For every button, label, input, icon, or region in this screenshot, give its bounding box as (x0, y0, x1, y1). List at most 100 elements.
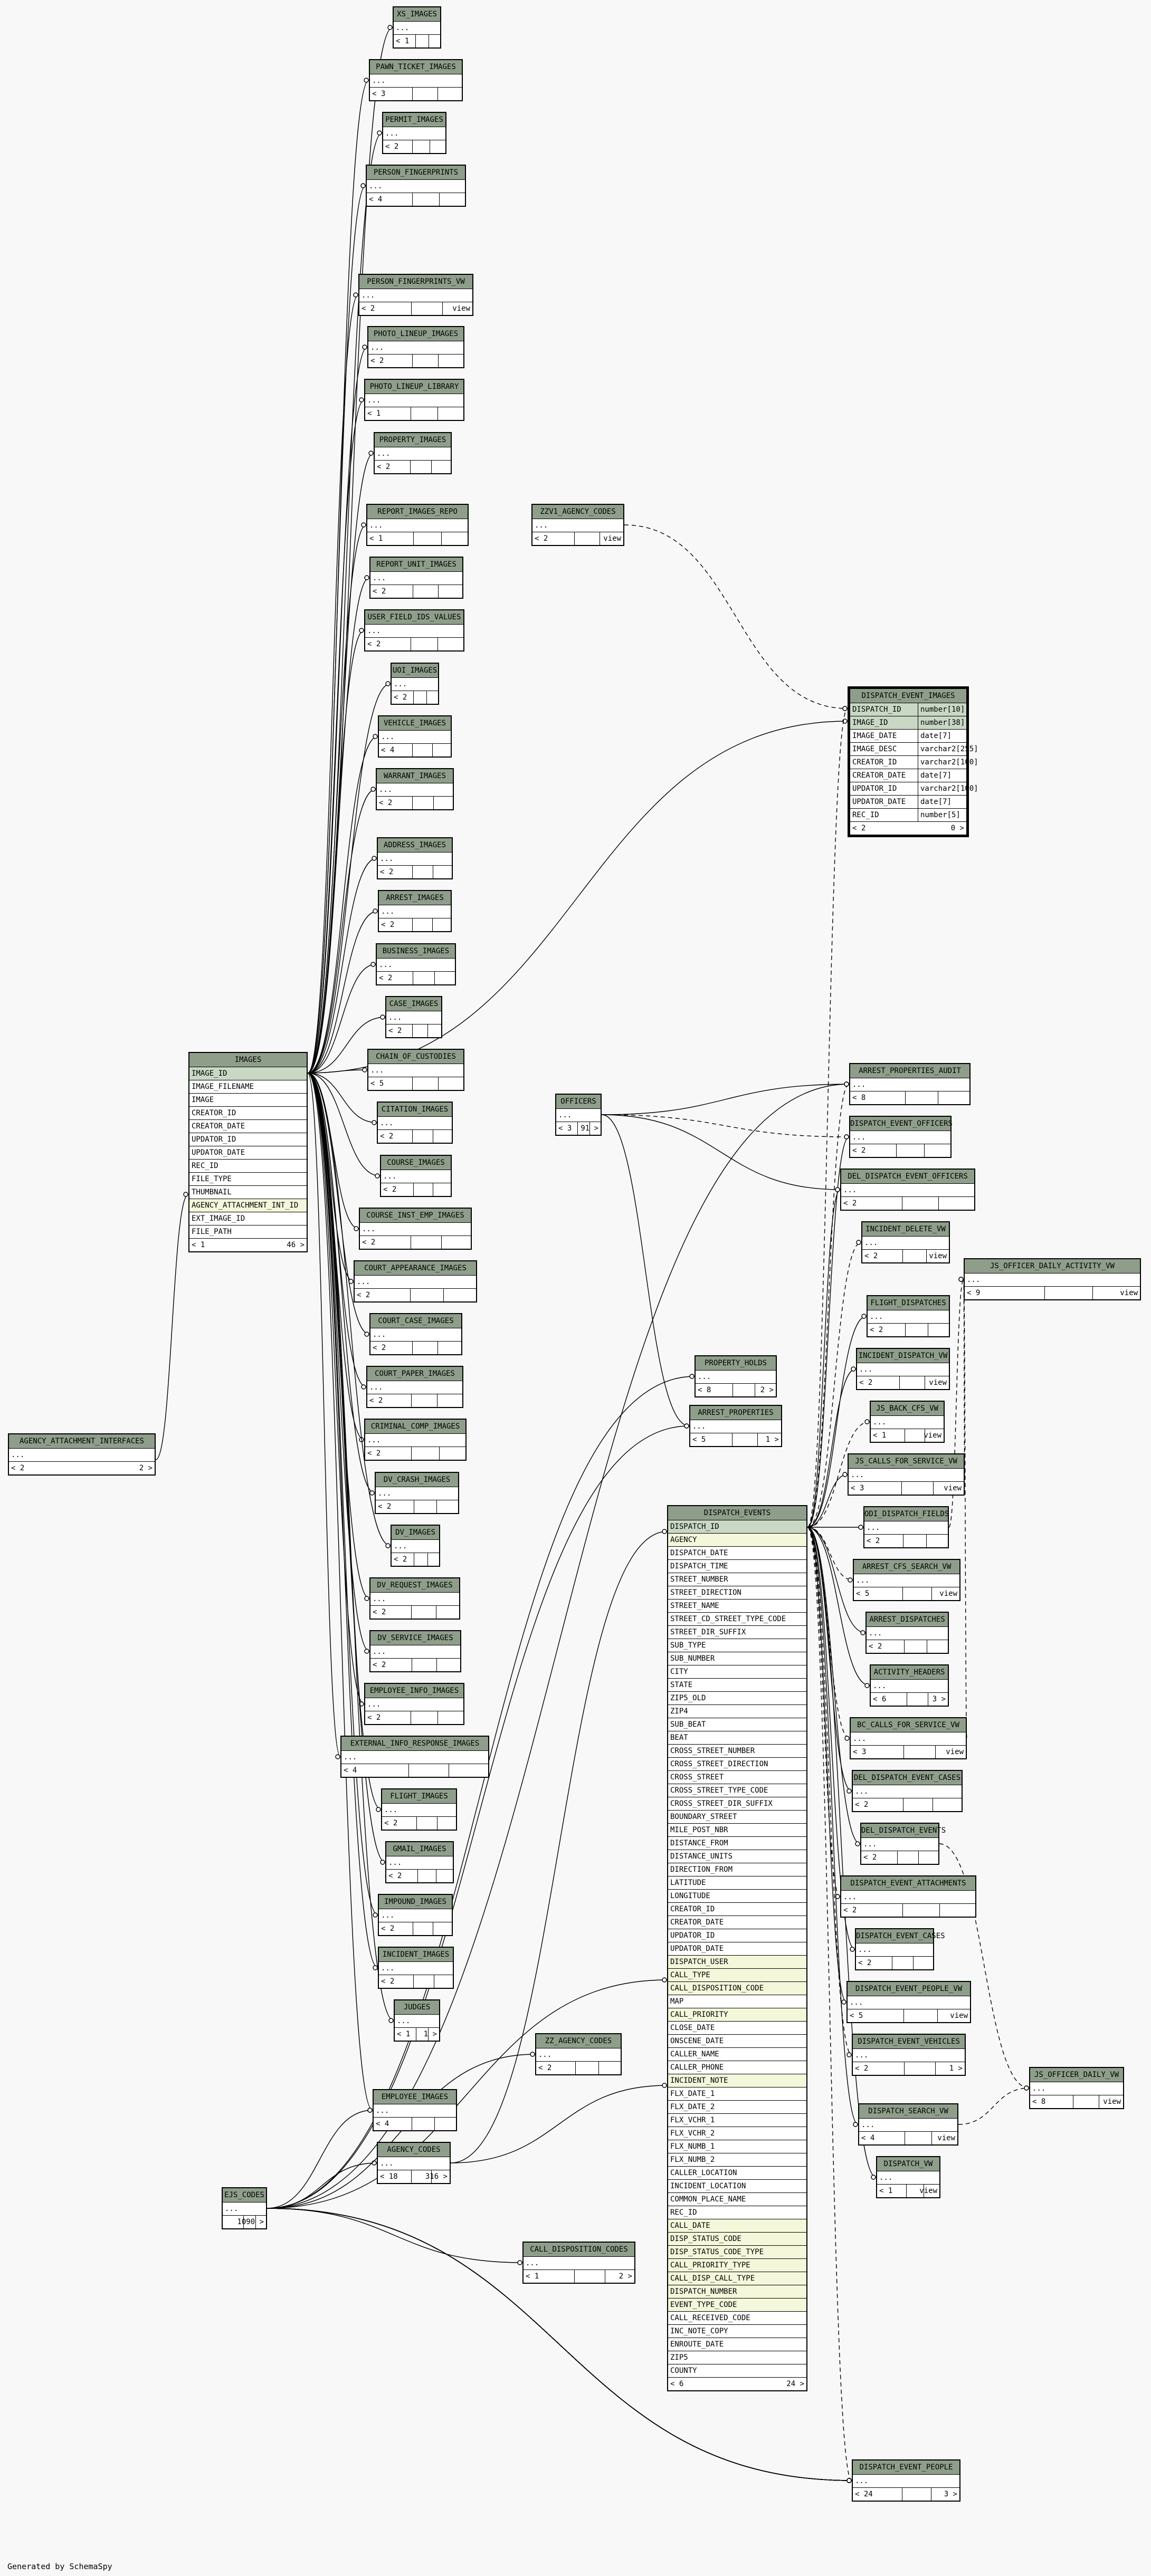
relationship-edge (307, 1017, 386, 1074)
edge-endpoint (369, 1490, 375, 1496)
table-footer: < 4 (341, 1764, 488, 1777)
table-del-dispatch-events[interactable]: DEL_DISPATCH_EVENTS...< 2 (860, 1823, 946, 1865)
table-dv-crash-images[interactable]: DV_CRASH_IMAGES...< 2 (375, 1472, 459, 1514)
table-arrest-properties-audit[interactable]: ARREST_PROPERTIES_AUDIT...< 8 (849, 1063, 971, 1105)
table-employee-images[interactable]: EMPLOYEE_IMAGES...< 4 (373, 2089, 457, 2131)
table-xs-images[interactable]: XS_IMAGES...< 1 (393, 6, 441, 49)
table-dispatch-event-officers[interactable]: DISPATCH_EVENT_OFFICERS...< 2 (849, 1116, 953, 1158)
edge-endpoint (856, 1240, 861, 1245)
edge-endpoint (385, 1543, 391, 1548)
table-agency-attachment-interfaces[interactable]: AGENCY_ATTACHMENT_INTERFACES ... < 2 2 > (8, 1433, 156, 1476)
table-external-info-response-images[interactable]: EXTERNAL_INFO_RESPONSE_IMAGES...< 4 (340, 1736, 489, 1778)
table-incident-images[interactable]: INCIDENT_IMAGES...< 2 (378, 1947, 454, 1989)
table-row: ... (379, 905, 451, 918)
table-person-fingerprints[interactable]: PERSON_FINGERPRINTS...< 4 (366, 165, 466, 207)
view-or-child-count: view (929, 1252, 947, 1260)
table-chain-of-custodies[interactable]: CHAIN_OF_CUSTODIES...< 5 (367, 1049, 464, 1091)
edge-endpoint (380, 1014, 385, 1020)
table-row: ... (368, 1064, 463, 1077)
table-court-case-images[interactable]: COURT_CASE_IMAGES...< 2 (369, 1313, 462, 1355)
table-row: ... (368, 341, 463, 355)
column-name: IMAGE_DATE (852, 732, 897, 740)
table-court-paper-images[interactable]: COURT_PAPER_IMAGES...< 2 (366, 1366, 463, 1408)
table-zz-agency-codes[interactable]: ZZ_AGENCY_CODES...< 2 (535, 2033, 622, 2075)
table-course-images[interactable]: COURSE_IMAGES...< 2 (380, 1155, 452, 1197)
table-del-dispatch-event-officers[interactable]: DEL_DISPATCH_EVENT_OFFICERS...< 2 (840, 1169, 975, 1211)
table-pawn-ticket-images[interactable]: PAWN_TICKET_IMAGES...< 3 (369, 59, 463, 101)
column-row: SUB_BEAT (668, 1718, 806, 1731)
table-arrest-dispatches[interactable]: ARREST_DISPATCHES...< 2 (865, 1612, 949, 1654)
table-del-dispatch-event-cases[interactable]: DEL_DISPATCH_EVENT_CASES...< 2 (852, 1770, 963, 1812)
table-dispatch-event-cases[interactable]: DISPATCH_EVENT_CASES...< 2 (855, 1928, 945, 1970)
view-or-child-count: 91 > (581, 1124, 598, 1133)
table-photo-lineup-images[interactable]: PHOTO_LINEUP_IMAGES...< 2 (367, 326, 464, 368)
table-dispatch-event-attachments[interactable]: DISPATCH_EVENT_ATTACHMENTS...< 2 (840, 1875, 976, 1918)
relationship-edge (601, 1114, 690, 1426)
table-employee-info-images[interactable]: EMPLOYEE_INFO_IMAGES...< 2 (364, 1683, 464, 1725)
table-vehicle-images[interactable]: VEHICLE_IMAGES...< 4 (378, 715, 452, 758)
table-uoi-images[interactable]: UOI_IMAGES...< 2 (391, 663, 439, 705)
table-footer: < 2 (392, 1553, 439, 1566)
table-permit-images[interactable]: PERMIT_IMAGES...< 2 (382, 112, 446, 154)
table-criminal-comp-images[interactable]: CRIMINAL_COMP_IMAGES...< 2 (364, 1419, 467, 1461)
table-dv-images[interactable]: DV_IMAGES...< 2 (391, 1525, 440, 1567)
table-report-images-repo[interactable]: REPORT_IMAGES_REPO...< 1 (366, 504, 469, 546)
table-dv-service-images[interactable]: DV_SERVICE_IMAGES...< 2 (369, 1630, 461, 1672)
table-gmail-images[interactable]: GMAIL_IMAGES...< 2 (385, 1841, 454, 1883)
table-header: VEHICLE_IMAGES (379, 716, 451, 731)
parent-count: < 5 (856, 1589, 870, 1598)
table-ejs-codes[interactable]: EJS_CODES...1090 > (222, 2187, 267, 2229)
table-court-appearance-images[interactable]: COURT_APPEARANCE_IMAGES...< 2 (354, 1260, 477, 1303)
table-case-images[interactable]: CASE_IMAGES...< 2 (385, 996, 442, 1038)
table-row: ... (853, 1785, 962, 1798)
table-course-inst-emp-images[interactable]: COURSE_INST_EMP_IMAGES...< 2 (359, 1208, 472, 1250)
column-type: varchar2[100] (918, 782, 978, 795)
table-dv-request-images[interactable]: DV_REQUEST_IMAGES...< 2 (369, 1577, 460, 1620)
parent-count: < 1 (396, 37, 410, 45)
table-business-images[interactable]: BUSINESS_IMAGES...< 2 (376, 943, 456, 985)
table-odi-dispatch-fields[interactable]: ODI_DISPATCH_FIELDS...< 2 (863, 1506, 949, 1548)
table-citation-images[interactable]: CITATION_IMAGES...< 2 (377, 1102, 453, 1144)
table-footer: < 2 (841, 1197, 974, 1210)
table-property-images[interactable]: PROPERTY_IMAGES...< 2 (374, 432, 452, 474)
relationship-edge (307, 683, 391, 1074)
table-user-field-ids-values[interactable]: USER_FIELD_IDS_VALUES...< 2 (364, 609, 464, 652)
column-row: FLX_DATE_1 (668, 2087, 806, 2101)
table-report-unit-images[interactable]: REPORT_UNIT_IMAGES...< 2 (369, 557, 463, 599)
table-arrest-images[interactable]: ARREST_IMAGES...< 2 (378, 890, 452, 932)
table-warrant-images[interactable]: WARRANT_IMAGES...< 2 (376, 768, 454, 810)
table-footer: < 2 (867, 1640, 948, 1653)
table-address-images[interactable]: ADDRESS_IMAGES...< 2 (377, 837, 453, 879)
table-flight-images[interactable]: FLIGHT_IMAGES...< 2 (381, 1788, 457, 1831)
table-impound-images[interactable]: IMPOUND_IMAGES...< 2 (378, 1894, 453, 1936)
table-photo-lineup-library[interactable]: PHOTO_LINEUP_LIBRARY...< 1 (364, 379, 464, 421)
table-flight-dispatches[interactable]: FLIGHT_DISPATCHES...< 2 (867, 1295, 950, 1337)
